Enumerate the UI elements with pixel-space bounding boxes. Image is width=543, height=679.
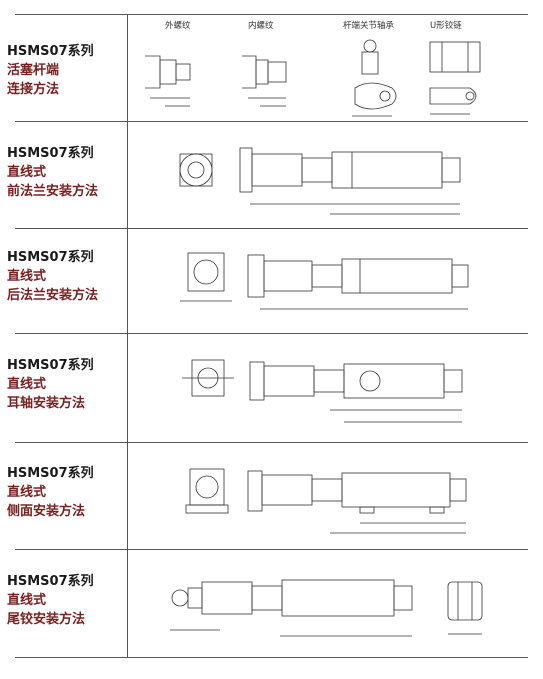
row-divider	[15, 442, 528, 443]
section-title-line2: 侧面安装方法	[7, 504, 86, 519]
side-mount-svg	[185, 468, 467, 534]
caption-male-thread: 外螺纹	[165, 20, 191, 31]
row-divider	[15, 228, 528, 229]
trunnion-svg	[182, 359, 463, 423]
caption-clevis: U形铰链	[430, 20, 462, 31]
series-name: HSMS07系列	[7, 44, 94, 59]
section-title-line1: 直线式	[7, 593, 47, 608]
row-label: HSMS07系列 直线式 侧面安装方法	[7, 464, 122, 521]
rod-end-drawings: 外螺纹 内螺纹 杆端关节轴承 U形铰链	[130, 16, 525, 120]
row-divider	[15, 333, 528, 334]
row-divider	[15, 549, 528, 550]
row-label: HSMS07系列 直线式 耳轴安装方法	[7, 356, 122, 413]
section-title-line1: 活塞杆端	[7, 63, 60, 78]
section-title-line2: 连接方法	[7, 82, 60, 97]
series-name: HSMS07系列	[7, 146, 94, 161]
trunnion-drawing	[130, 336, 525, 439]
rod-end-drawing-svg: 外螺纹 内螺纹 杆端关节轴承 U形铰链	[145, 20, 481, 117]
rear-flange-svg	[180, 252, 469, 310]
row-divider	[15, 121, 528, 122]
section-title-line2: 尾铰安装方法	[7, 612, 86, 627]
section-title-line2: 后法兰安装方法	[7, 288, 99, 303]
row-label: HSMS07系列 直线式 尾铰安装方法	[7, 572, 122, 629]
series-name: HSMS07系列	[7, 466, 94, 481]
section-title-line2: 前法兰安装方法	[7, 184, 99, 199]
rear-flange-drawing	[130, 231, 525, 329]
front-flange-drawing	[130, 124, 525, 224]
row-divider	[15, 14, 528, 15]
caption-rod-end-bearing: 杆端关节轴承	[343, 20, 395, 31]
rear-clevis-svg	[170, 579, 483, 637]
column-divider	[127, 14, 128, 658]
front-flange-svg	[179, 147, 461, 215]
series-name: HSMS07系列	[7, 250, 94, 265]
side-mount-drawing	[130, 445, 525, 546]
rear-clevis-drawing	[130, 552, 525, 654]
row-label: HSMS07系列 活塞杆端 连接方法	[7, 42, 122, 99]
section-title-line1: 直线式	[7, 485, 47, 500]
row-divider	[15, 657, 528, 658]
section-title-line2: 耳轴安装方法	[7, 396, 86, 411]
caption-female-thread: 内螺纹	[248, 20, 274, 31]
series-name: HSMS07系列	[7, 358, 94, 373]
section-title-line1: 直线式	[7, 269, 47, 284]
row-label: HSMS07系列 直线式 前法兰安装方法	[7, 144, 122, 201]
series-name: HSMS07系列	[7, 574, 94, 589]
section-title-line1: 直线式	[7, 165, 47, 180]
row-label: HSMS07系列 直线式 后法兰安装方法	[7, 248, 122, 305]
section-title-line1: 直线式	[7, 377, 47, 392]
